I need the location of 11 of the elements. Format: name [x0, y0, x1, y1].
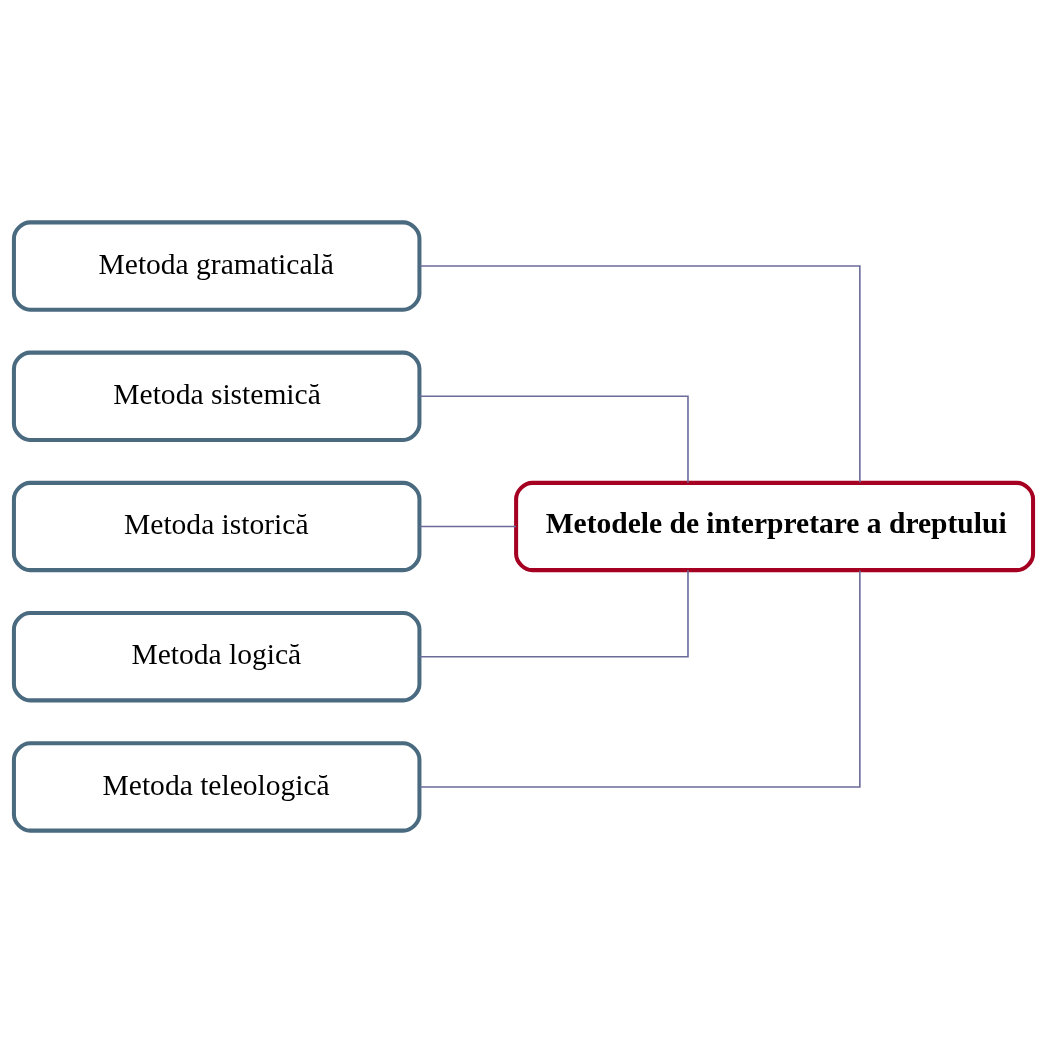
node-box: Metoda istorică — [11, 480, 422, 572]
connector — [418, 394, 689, 484]
connector — [418, 568, 689, 658]
node-box: Metodele de interpretare a dreptului — [514, 480, 1036, 572]
node-box: Metoda gramaticală — [11, 219, 422, 312]
connector — [418, 569, 861, 788]
connector — [418, 264, 861, 483]
node-box: Metoda teleologică — [11, 740, 422, 833]
connector — [418, 525, 517, 527]
node-box: Metoda sistemică — [11, 350, 422, 442]
node-box: Metoda logică — [11, 610, 422, 702]
